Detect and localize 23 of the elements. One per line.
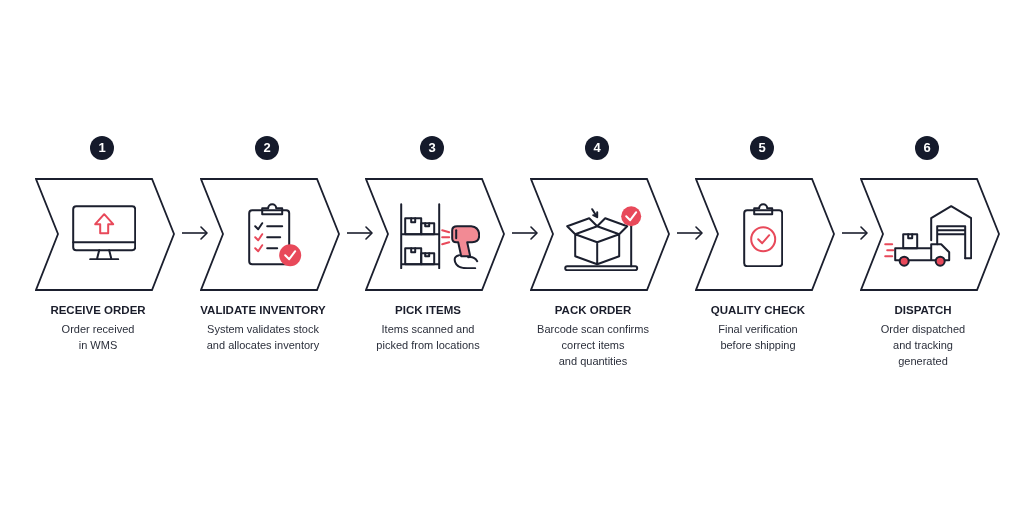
step-number-badge: 6 xyxy=(915,136,939,160)
arrow xyxy=(511,226,538,240)
step-number-badge: 1 xyxy=(90,136,114,160)
step-number-badge: 3 xyxy=(420,136,444,160)
arrow xyxy=(676,226,703,240)
step-title: RECEIVE ORDER xyxy=(50,303,146,318)
step-number-badge: 2 xyxy=(255,136,279,160)
arrow xyxy=(181,226,208,240)
arrow xyxy=(346,226,373,240)
step-number-badge: 4 xyxy=(585,136,609,160)
step-description: Order dispatched and tracking generated xyxy=(880,322,966,369)
step-description: Barcode scan confirms correct items and quantities xyxy=(537,322,649,369)
step-title: VALIDATE INVENTORY xyxy=(200,303,326,318)
step-title: DISPATCH xyxy=(894,303,952,318)
step-description: System validates stock and allocates inventory xyxy=(206,322,320,353)
step-number-badge: 5 xyxy=(750,136,774,160)
arrow xyxy=(841,226,868,240)
step-title: PACK ORDER xyxy=(554,303,632,318)
step-title: QUALITY CHECK xyxy=(710,303,806,318)
step-description: Items scanned and picked from locations xyxy=(376,322,480,353)
step-title: PICK ITEMS xyxy=(395,303,461,318)
step-description: Final verification before shipping xyxy=(718,322,798,353)
step-description: Order received in WMS xyxy=(61,322,135,353)
